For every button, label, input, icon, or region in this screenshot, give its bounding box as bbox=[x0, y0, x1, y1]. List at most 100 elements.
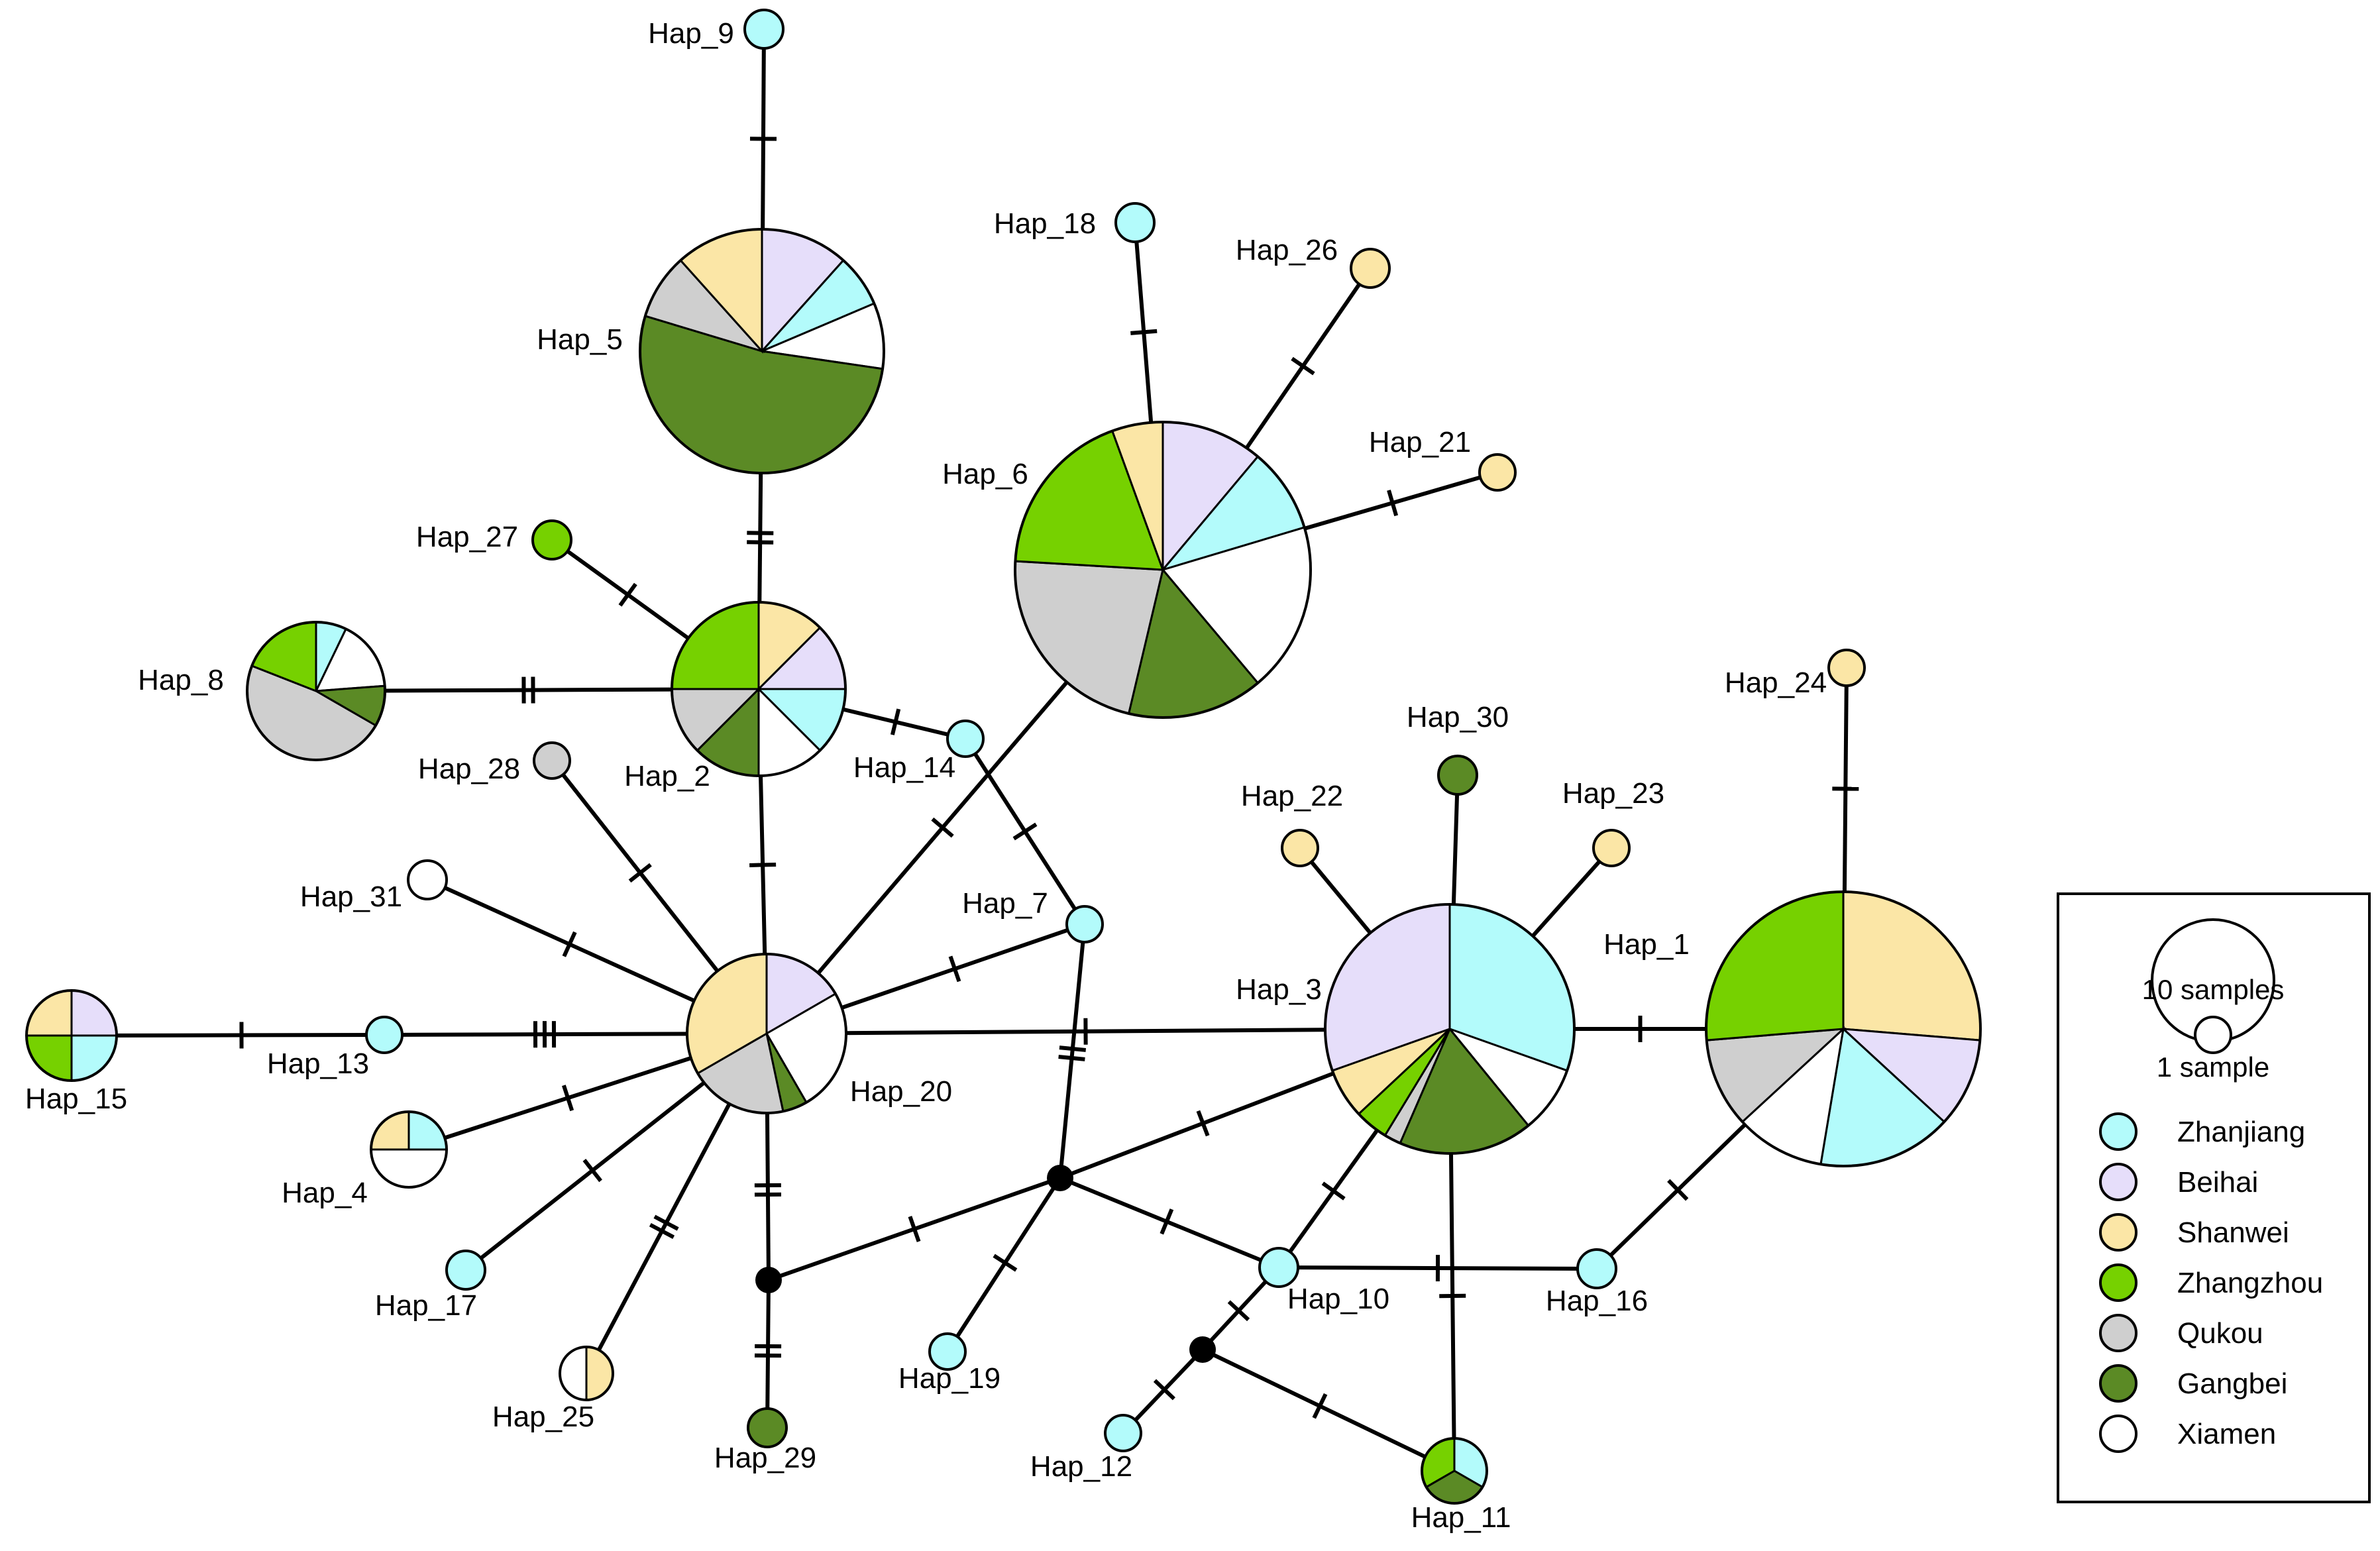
haplotype-node-Hap_20 bbox=[686, 953, 847, 1114]
haplotype-node-Hap_5 bbox=[639, 228, 885, 474]
haplotype-node-Hap_26 bbox=[1350, 248, 1391, 289]
pie-slice-Zhanjiang bbox=[743, 9, 784, 50]
mutation-tick bbox=[1227, 1300, 1250, 1322]
mutation-tick bbox=[582, 1159, 602, 1183]
legend: 10 samples 1 sample ZhanjiangBeihaiShanw… bbox=[2057, 892, 2371, 1503]
haplotype-label: Hap_25 bbox=[492, 1401, 594, 1433]
haplotype-label: Hap_10 bbox=[1287, 1283, 1389, 1315]
pie-outline bbox=[1705, 890, 1982, 1167]
haplotype-label: Hap_27 bbox=[416, 521, 518, 553]
legend-label: Shanwei bbox=[2177, 1216, 2289, 1249]
haplotype-label: Hap_7 bbox=[962, 887, 1048, 920]
pie-outline bbox=[686, 953, 847, 1114]
pie-slice-Gangbei bbox=[1437, 755, 1478, 796]
haplotype-label: Hap_9 bbox=[648, 17, 734, 50]
haplotype-label: Hap_19 bbox=[898, 1362, 1001, 1395]
legend-swatch bbox=[2099, 1415, 2137, 1453]
mutation-tick bbox=[1312, 1393, 1328, 1419]
legend-swatch bbox=[2099, 1364, 2137, 1403]
mutation-tick bbox=[1387, 490, 1399, 517]
haplotype-label: Hap_3 bbox=[1236, 973, 1322, 1006]
haplotype-label: Hap_6 bbox=[942, 458, 1028, 490]
haplotype-node-Hap_28 bbox=[533, 741, 571, 780]
haplotype-label: Hap_11 bbox=[1411, 1501, 1511, 1534]
haplotype-node-Hap_8 bbox=[246, 621, 386, 761]
legend-items: ZhanjiangBeihaiShanweiZhangzhouQukouGang… bbox=[2099, 1112, 2323, 1453]
mutation-tick bbox=[908, 1216, 921, 1242]
pie-outline bbox=[25, 989, 118, 1082]
mutation-tick bbox=[1196, 1110, 1210, 1137]
haplotype-node-Hap_7 bbox=[1065, 905, 1104, 943]
haplotype-node-Hap_6 bbox=[1014, 421, 1312, 719]
haplotype-node-Hap_24 bbox=[1827, 649, 1866, 687]
haplotype-node-Hap_9 bbox=[743, 9, 784, 50]
pie-slice-Zhanjiang bbox=[445, 1250, 486, 1291]
pie-outline bbox=[1324, 903, 1576, 1155]
haplotype-node-Hap_1 bbox=[1705, 890, 1982, 1167]
haplotype-label: Hap_31 bbox=[300, 881, 402, 913]
edge-Hap_7-mv2 bbox=[1058, 924, 1087, 1179]
legend-item-xiamen: Xiamen bbox=[2099, 1415, 2276, 1453]
haplotype-node-Hap_11 bbox=[1421, 1437, 1488, 1505]
haplotype-node-Hap_17 bbox=[445, 1250, 486, 1291]
mutation-tick bbox=[1012, 822, 1038, 841]
pie-outline bbox=[1014, 421, 1312, 719]
pie-slice-Zhanjiang bbox=[1258, 1247, 1299, 1288]
legend-label: Gangbei bbox=[2177, 1367, 2287, 1400]
pie-slice-Shanwei bbox=[1827, 649, 1866, 687]
haplotype-label: Hap_14 bbox=[853, 751, 955, 784]
haplotype-label: Hap_12 bbox=[1030, 1450, 1132, 1483]
legend-swatch bbox=[2099, 1263, 2137, 1302]
pie-slice-Zhanjiang bbox=[928, 1332, 967, 1371]
mutation-tick bbox=[1160, 1208, 1174, 1235]
haplotype-node-Hap_15 bbox=[25, 989, 118, 1082]
haplotype-node-Hap_30 bbox=[1437, 755, 1478, 796]
pie-slice-Qukou bbox=[533, 741, 571, 780]
haplotype-label: Hap_21 bbox=[1369, 426, 1471, 458]
haplotype-label: Hap_4 bbox=[282, 1177, 368, 1209]
haplotype-node-Hap_21 bbox=[1478, 453, 1517, 492]
haplotype-node-Hap_29 bbox=[747, 1407, 788, 1448]
legend-item-gangbei: Gangbei bbox=[2099, 1364, 2287, 1403]
haplotype-node-Hap_2 bbox=[671, 601, 847, 777]
median-vector-node bbox=[755, 1267, 782, 1293]
haplotype-node-Hap_12 bbox=[1104, 1414, 1142, 1452]
mutation-tick bbox=[993, 1254, 1018, 1272]
pie-outline bbox=[246, 621, 386, 761]
haplotype-label: Hap_2 bbox=[624, 760, 710, 792]
haplotype-node-Hap_16 bbox=[1576, 1248, 1617, 1289]
network-labels: Hap_1Hap_2Hap_3Hap_4Hap_5Hap_6Hap_7Hap_8… bbox=[25, 17, 1827, 1534]
edge-mv2-Hap_10 bbox=[1059, 1176, 1280, 1269]
pie-outline bbox=[1421, 1437, 1488, 1505]
pie-slice-Xiamen bbox=[559, 1346, 588, 1401]
pie-slice-Shanwei bbox=[1842, 890, 1982, 1042]
mutation-tick bbox=[1058, 1055, 1085, 1061]
median-vector-node bbox=[1047, 1165, 1073, 1191]
pie-slice-Shanwei bbox=[1350, 248, 1391, 289]
mutation-tick bbox=[890, 708, 901, 735]
legend-label: Qukou bbox=[2177, 1317, 2263, 1350]
pie-slice-Zhanjiang bbox=[946, 720, 985, 758]
haplotype-label: Hap_23 bbox=[1562, 777, 1664, 810]
legend-label: Beihai bbox=[2177, 1166, 2258, 1199]
mutation-tick bbox=[562, 931, 577, 957]
pie-slice-Zhanjiang bbox=[1104, 1414, 1142, 1452]
legend-size-large-label: 10 samples bbox=[2142, 974, 2285, 1005]
legend-item-zhangzhou: Zhangzhou bbox=[2099, 1263, 2323, 1302]
mutation-tick bbox=[1321, 1181, 1346, 1201]
haplotype-label: Hap_30 bbox=[1407, 701, 1509, 733]
haplotype-label: Hap_8 bbox=[138, 664, 224, 696]
mutation-tick bbox=[1059, 1045, 1087, 1052]
legend-label: Xiamen bbox=[2177, 1418, 2276, 1450]
pie-slice-Shanwei bbox=[1281, 829, 1319, 867]
pie-slice-Zhangzhou bbox=[531, 519, 572, 561]
pie-slice-Gangbei bbox=[747, 1407, 788, 1448]
haplotype-node-Hap_3 bbox=[1324, 903, 1576, 1155]
haplotype-node-Hap_14 bbox=[946, 720, 985, 758]
haplotype-label: Hap_29 bbox=[714, 1442, 816, 1474]
mutation-tick bbox=[1291, 356, 1315, 376]
haplotype-label: Hap_17 bbox=[375, 1289, 477, 1322]
haplotype-label: Hap_5 bbox=[537, 323, 623, 356]
pie-outline bbox=[559, 1346, 614, 1401]
